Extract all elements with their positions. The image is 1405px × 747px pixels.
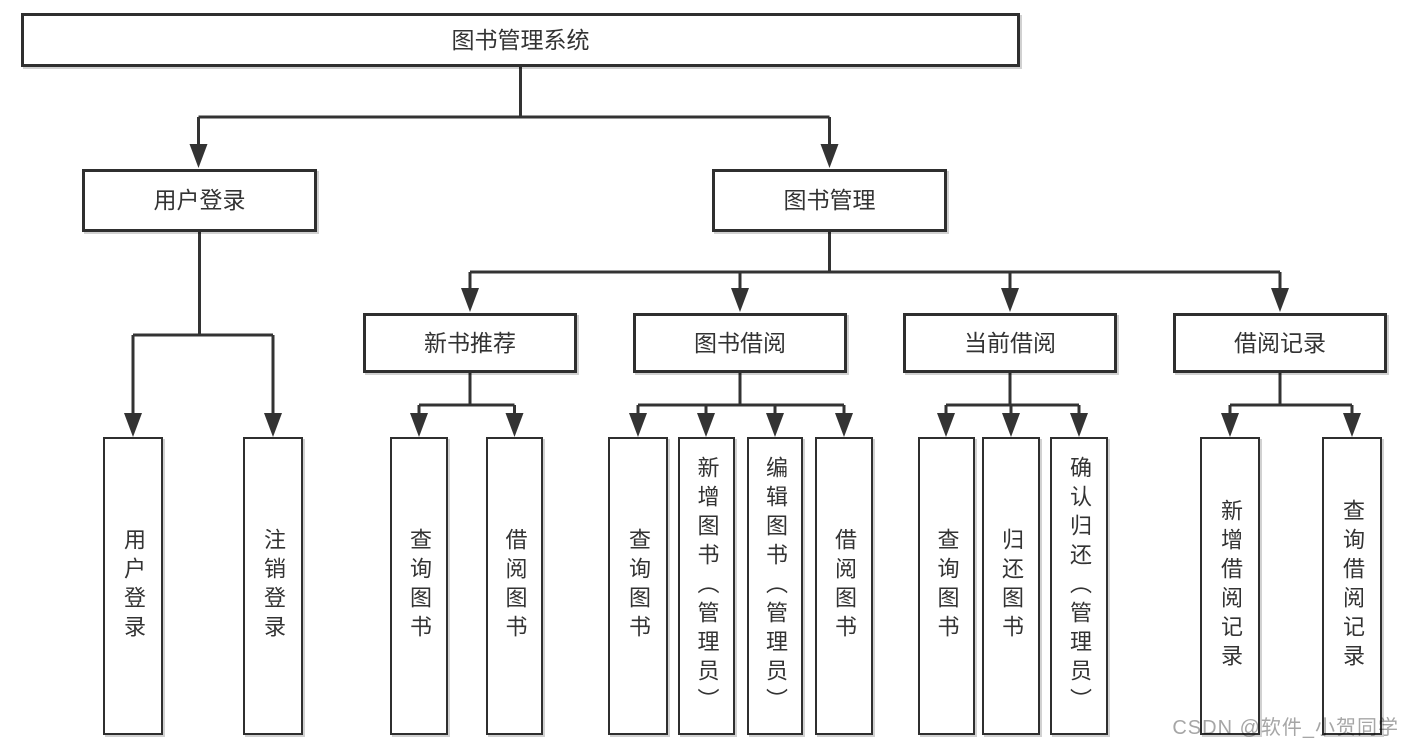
node-borrowing-records: 借阅记录 [1173, 313, 1387, 373]
leaf-cb-return-books-label: 归还图书 [999, 528, 1024, 644]
leaf-cb-confirm-return-admin-label: 确认归还（管理员） [1067, 455, 1092, 717]
node-current-borrowing-label: 当前借阅 [964, 329, 1056, 356]
leaf-bb-query-books-label: 查询图书 [626, 528, 651, 644]
leaf-nbr-query-books-label: 查询图书 [407, 528, 432, 644]
connector-arrows [124, 117, 1361, 437]
leaf-bb-add-books-admin: 新增图书（管理员） [678, 437, 735, 735]
leaf-br-add-record: 新增借阅记录 [1200, 437, 1260, 735]
node-new-book-recommend: 新书推荐 [363, 313, 577, 373]
leaf-nbr-query-books: 查询图书 [390, 437, 448, 735]
leaf-cb-confirm-return-admin: 确认归还（管理员） [1050, 437, 1108, 735]
node-book-borrowing-label: 图书借阅 [694, 329, 786, 356]
leaf-user-login: 用户登录 [103, 437, 163, 735]
leaf-bb-add-books-admin-label: 新增图书（管理员） [694, 455, 720, 717]
node-user-login-label: 用户登录 [153, 187, 246, 213]
leaf-br-add-record-label: 新增借阅记录 [1218, 499, 1243, 673]
leaf-cb-return-books: 归还图书 [982, 437, 1040, 735]
node-book-management: 图书管理 [712, 169, 947, 232]
leaf-cb-query-books: 查询图书 [918, 437, 975, 735]
leaf-logout: 注销登录 [243, 437, 303, 735]
node-book-borrowing: 图书借阅 [633, 313, 847, 373]
leaf-br-query-record-label: 查询借阅记录 [1340, 499, 1365, 673]
leaf-bb-query-books: 查询图书 [608, 437, 668, 735]
leaf-br-query-record: 查询借阅记录 [1322, 437, 1382, 735]
leaf-bb-borrow-books-label: 借阅图书 [832, 528, 857, 644]
watermark: CSDN @软件_小贺同学 [1172, 717, 1399, 739]
leaf-logout-label: 注销登录 [261, 528, 286, 644]
node-root: 图书管理系统 [21, 13, 1020, 67]
leaf-bb-edit-books-admin-label: 编辑图书（管理员） [763, 455, 788, 717]
node-book-management-label: 图书管理 [783, 187, 876, 213]
leaf-bb-borrow-books: 借阅图书 [815, 437, 873, 735]
node-current-borrowing: 当前借阅 [903, 313, 1117, 373]
leaf-cb-query-books-label: 查询图书 [934, 528, 960, 644]
leaf-nbr-borrow-books: 借阅图书 [486, 437, 543, 735]
leaf-nbr-borrow-books-label: 借阅图书 [502, 528, 528, 644]
node-root-label: 图书管理系统 [451, 26, 590, 53]
leaf-user-login-label: 用户登录 [121, 528, 146, 644]
leaf-bb-edit-books-admin: 编辑图书（管理员） [747, 437, 803, 735]
node-borrowing-records-label: 借阅记录 [1234, 329, 1326, 356]
node-user-login: 用户登录 [82, 169, 317, 232]
node-new-book-recommend-label: 新书推荐 [424, 329, 516, 356]
